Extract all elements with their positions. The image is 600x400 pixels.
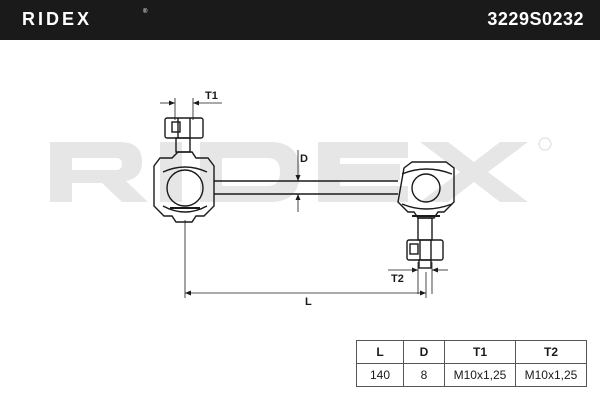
spec-value-t2: M10x1,25 [515, 363, 587, 387]
left-ball-joint [153, 151, 215, 223]
spec-table-row: 140 8 M10x1,25 M10x1,25 [356, 363, 587, 387]
dimension-label-t1: T1 [205, 90, 218, 102]
t1-dimension [160, 98, 222, 120]
l-dimension [184, 220, 427, 298]
spec-table: L D T1 T2 140 8 M10x1,25 M10x1,25 [356, 340, 587, 387]
spec-header-t2: T2 [515, 340, 587, 364]
spec-header-d: D [403, 340, 445, 364]
left-nut [164, 117, 204, 153]
t2-dimension [388, 262, 448, 294]
spec-header-l: L [356, 340, 404, 364]
stabilizer-link-drawing [153, 98, 455, 298]
spec-value-l: 140 [356, 363, 404, 387]
right-nut [406, 217, 444, 269]
d-dimension [295, 150, 301, 212]
dimension-label-l: L [305, 296, 312, 308]
spec-value-t1: M10x1,25 [444, 363, 516, 387]
brand-registered-mark: ® [143, 9, 148, 15]
dimension-label-t2: T2 [391, 273, 404, 285]
watermark-logo [50, 137, 552, 202]
dimension-label-d: D [300, 153, 308, 165]
spec-table-header-row: L D T1 T2 [356, 340, 587, 364]
header-bar: RIDEX ® 3229S0232 [0, 0, 600, 40]
spec-header-t1: T1 [444, 340, 516, 364]
spec-value-d: 8 [403, 363, 445, 387]
part-number: 3229S0232 [487, 9, 584, 29]
brand-logo: RIDEX [22, 9, 93, 29]
right-ball-joint [397, 161, 455, 219]
link-rod [214, 180, 398, 195]
